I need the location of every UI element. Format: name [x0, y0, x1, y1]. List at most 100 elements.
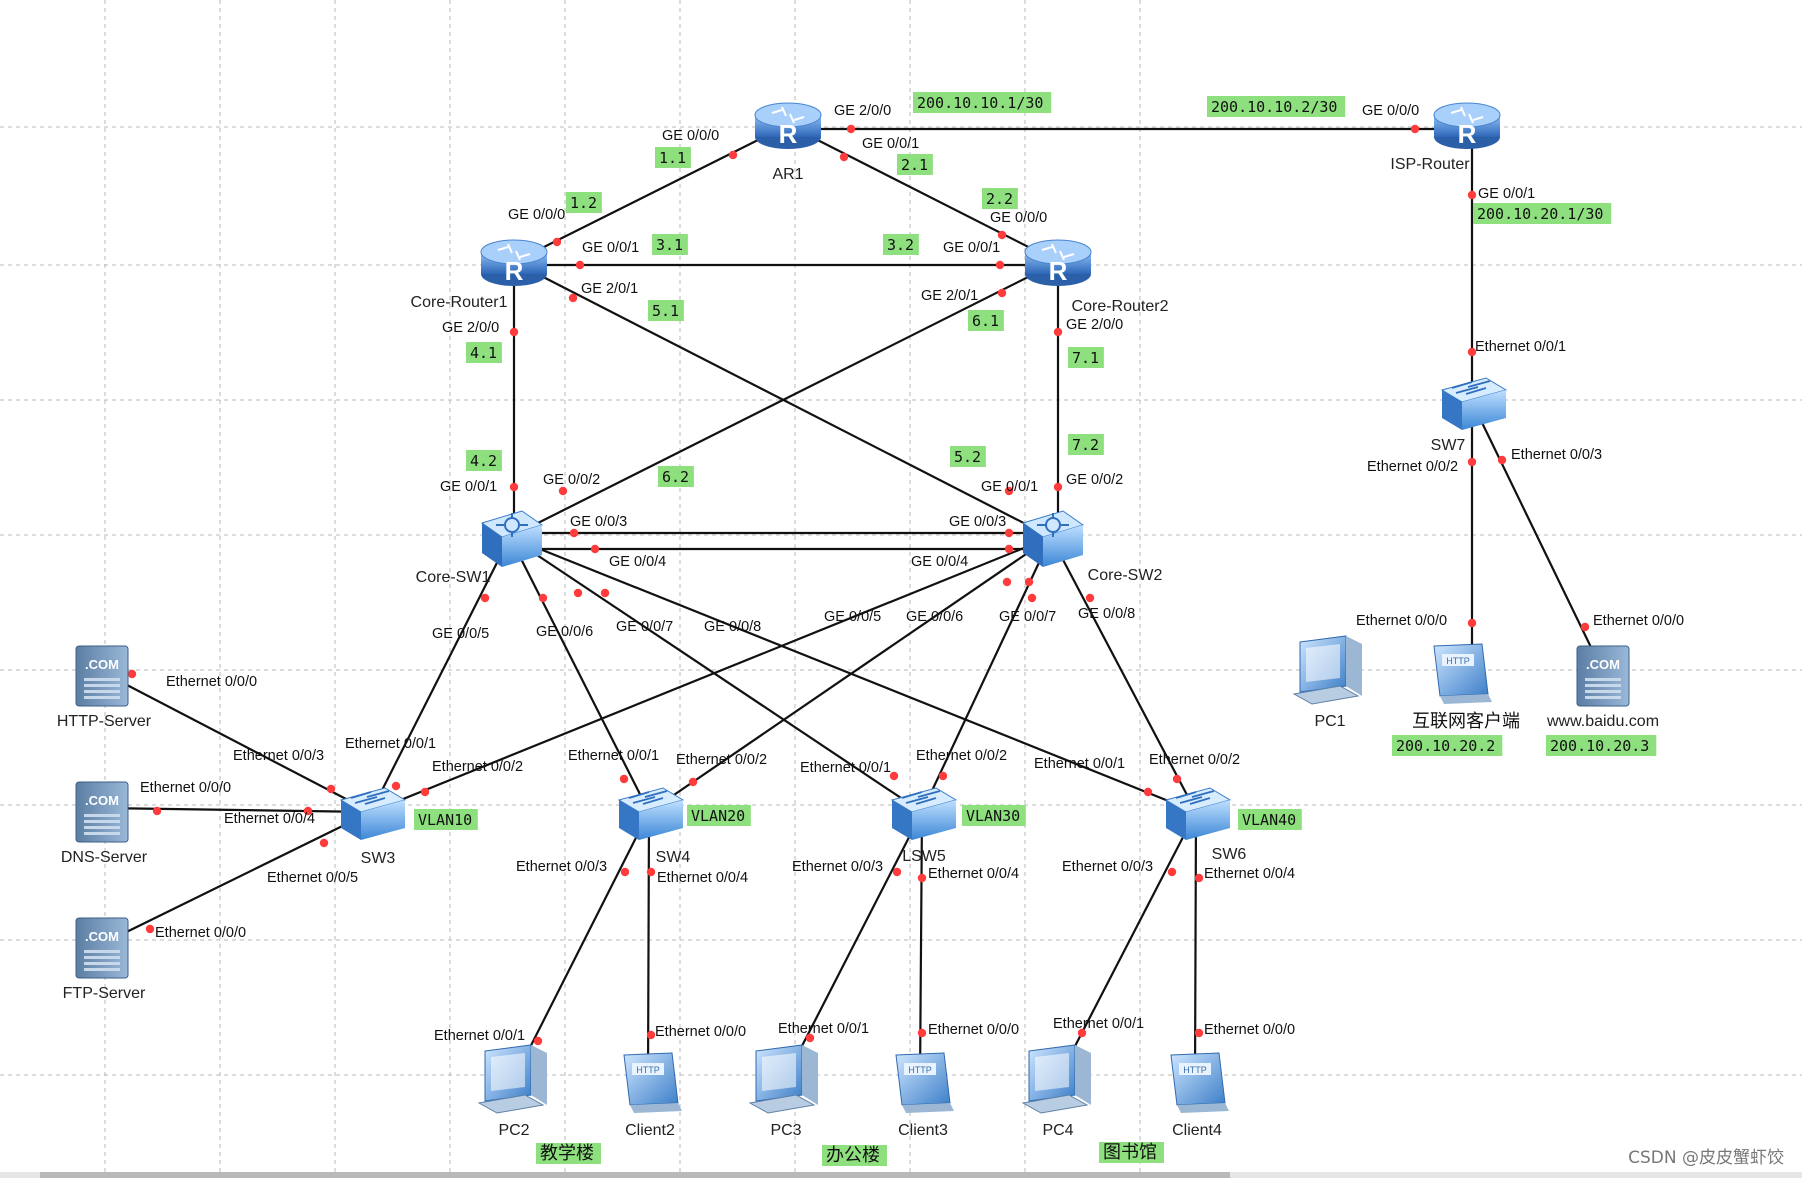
port-dot [839, 152, 849, 162]
device-cli3: HTTP [895, 1052, 954, 1113]
svg-text:HTTP: HTTP [1446, 656, 1470, 666]
port-label: Ethernet 0/0/2 [1367, 459, 1458, 475]
port-label: Ethernet 0/0/3 [1062, 859, 1153, 875]
port-dot [509, 482, 519, 492]
ip-tag: 1.2 [566, 192, 602, 213]
svg-text:R: R [1049, 256, 1068, 286]
ip-tag: 6.2 [658, 466, 694, 487]
port-label: GE 0/0/6 [906, 609, 963, 625]
port-dot [558, 486, 568, 496]
link-FTP-SW3 [101, 811, 372, 945]
port-label: Ethernet 0/0/5 [267, 870, 358, 886]
port-dot [600, 588, 610, 598]
svg-text:200.10.10.2/30: 200.10.10.2/30 [1211, 98, 1337, 116]
port-dot [1053, 327, 1063, 337]
ip-tag: 5.1 [648, 300, 684, 321]
port-dot [688, 777, 698, 787]
horizontal-scrollbar[interactable] [0, 1172, 1802, 1178]
device-ar1: R [754, 102, 822, 149]
svg-text:VLAN40: VLAN40 [1242, 811, 1296, 829]
building-label: 图书馆 [1099, 1142, 1164, 1163]
port-dot [997, 230, 1007, 240]
svg-text:3.2: 3.2 [887, 236, 914, 254]
link-CSW1-SW5 [509, 536, 923, 813]
device-label: Core-Router1 [411, 294, 508, 311]
ip-tag: 200.10.20.3 [1546, 735, 1657, 756]
vlan-tag: VLAN10 [414, 809, 478, 830]
vlan-tag: VLAN30 [962, 805, 1026, 826]
port-label: GE 0/0/8 [704, 619, 761, 635]
port-label: GE 0/0/0 [662, 128, 719, 144]
ip-tag: 200.10.10.2/30 [1207, 96, 1346, 117]
device-cli1: HTTP [1433, 643, 1492, 704]
device-http: .COM [75, 645, 129, 707]
device-label: SW6 [1212, 846, 1247, 863]
port-dot [1024, 577, 1034, 587]
ip-tag: 7.2 [1068, 434, 1104, 455]
vlan-tag: VLAN40 [1238, 809, 1302, 830]
link-CSW2-SW4 [648, 536, 1052, 813]
svg-text:200.10.10.1/30: 200.10.10.1/30 [917, 94, 1043, 112]
device-sw6 [1164, 787, 1232, 840]
link-CSW1-SW6 [509, 535, 1197, 814]
device-label: PC1 [1314, 713, 1345, 730]
port-label: GE 0/0/6 [536, 624, 593, 640]
port-label: GE 0/0/4 [609, 554, 666, 570]
port-label: GE 2/0/0 [834, 103, 891, 119]
device-label: Client3 [898, 1122, 948, 1139]
device-dns: .COM [75, 781, 129, 843]
port-dot [1172, 774, 1182, 784]
port-label: Ethernet 0/0/1 [1034, 756, 1125, 772]
port-dot [573, 588, 583, 598]
device-pc2 [477, 1044, 547, 1114]
port-label: Ethernet 0/0/0 [1356, 613, 1447, 629]
scrollbar-thumb[interactable] [40, 1172, 1230, 1178]
port-label: Ethernet 0/0/3 [233, 748, 324, 764]
port-dot [1194, 873, 1204, 883]
port-dot [1167, 867, 1177, 877]
port-dot [728, 150, 738, 160]
ip-tag: 4.2 [466, 450, 502, 471]
device-cli2: HTTP [623, 1052, 682, 1113]
link-CSW2-SW5 [921, 536, 1052, 813]
port-dot [1002, 577, 1012, 587]
port-label: Ethernet 0/0/2 [676, 752, 767, 768]
port-label: Ethernet 0/0/1 [778, 1021, 869, 1037]
device-sw3 [339, 787, 407, 840]
port-label: Ethernet 0/0/3 [792, 859, 883, 875]
port-dot [1053, 482, 1063, 492]
device-label: Core-Router2 [1072, 298, 1169, 315]
device-label: ISP-Router [1390, 156, 1470, 173]
device-cli4: HTTP [1170, 1052, 1229, 1113]
port-dot [1410, 124, 1420, 134]
ip-tag: 200.10.10.1/30 [913, 92, 1052, 113]
port-dot [917, 1028, 927, 1038]
svg-text:.COM: .COM [85, 793, 119, 808]
device-pc1 [1292, 635, 1362, 705]
ip-tag: 200.10.20.2 [1392, 735, 1503, 756]
port-dot [533, 1036, 543, 1046]
device-sw7 [1440, 377, 1508, 430]
port-dot [575, 260, 585, 270]
ip-tag: 2.1 [897, 154, 933, 175]
port-label: Ethernet 0/0/0 [1593, 613, 1684, 629]
svg-text:1.2: 1.2 [570, 194, 597, 212]
link-AR1-CR2 [787, 124, 1059, 263]
port-dots-layer [127, 124, 1590, 1046]
port-dot [1467, 457, 1477, 467]
device-pc3 [748, 1044, 818, 1114]
port-dot [303, 806, 313, 816]
port-dot [420, 787, 430, 797]
device-cr2: R [1024, 239, 1092, 286]
ip-tag: 5.2 [950, 446, 986, 467]
port-label: GE 0/0/7 [616, 619, 673, 635]
port-label: Ethernet 0/0/1 [345, 736, 436, 752]
ip-tag: 3.2 [883, 234, 919, 255]
port-label: GE 0/0/5 [432, 626, 489, 642]
port-dot [1143, 787, 1153, 797]
port-dot [995, 260, 1005, 270]
port-label: Ethernet 0/0/4 [657, 870, 748, 886]
svg-text:2.1: 2.1 [901, 156, 928, 174]
